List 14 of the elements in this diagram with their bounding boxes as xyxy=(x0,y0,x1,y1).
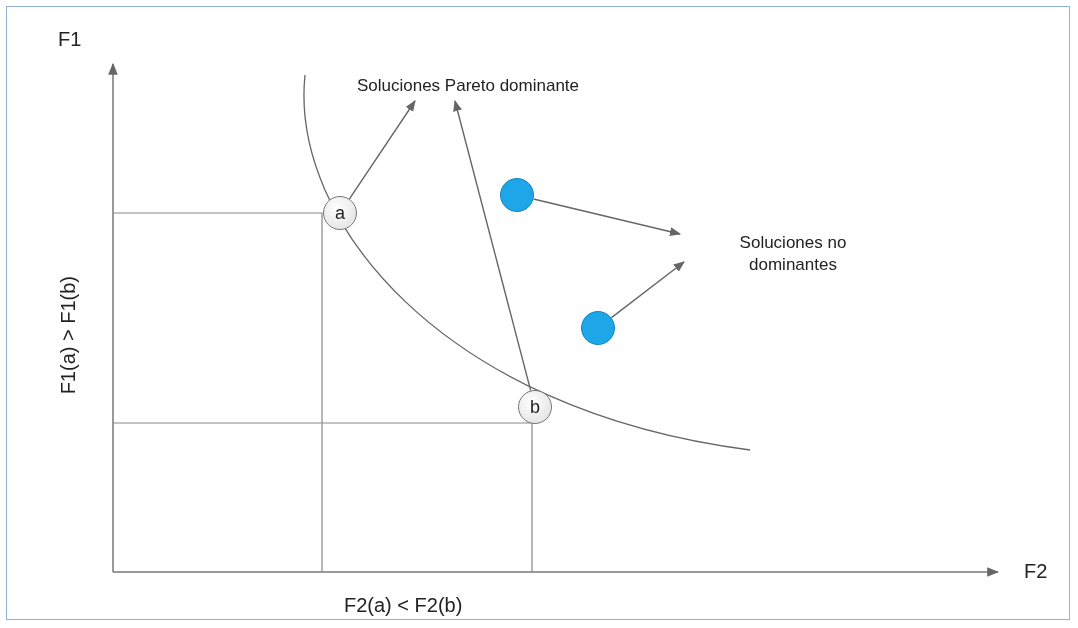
point-circle: b xyxy=(518,390,552,424)
arrow xyxy=(532,198,682,236)
arrow xyxy=(610,261,685,319)
solution-dot xyxy=(581,311,615,345)
annotation-label: Soluciones Pareto dominante xyxy=(318,72,618,100)
axis-label: F2(a) < F2(b) xyxy=(344,594,463,617)
point-circle: a xyxy=(323,196,357,230)
axis-label: F1(a) > F1(b) xyxy=(56,275,80,395)
solution-dot xyxy=(500,178,534,212)
arrow xyxy=(348,100,416,200)
arrow xyxy=(453,99,532,392)
axis-label: F1 xyxy=(58,28,82,51)
annotation-label: Soluciones no dominantes xyxy=(680,228,906,280)
axis-label: F2 xyxy=(1024,560,1048,583)
